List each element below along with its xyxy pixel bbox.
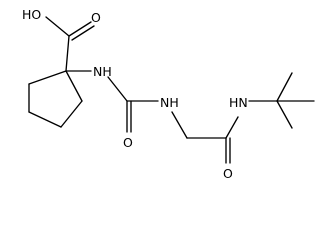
glycinamide-chain: O HN bbox=[171, 95, 248, 181]
bond-nh-to-urea-carbon bbox=[107, 76, 128, 102]
carbonyl-double-bond-a bbox=[68, 21, 92, 37]
tert-butyl-group bbox=[248, 72, 315, 129]
chemical-structure-diagram: HO O NH O NH O HN bbox=[22, 7, 315, 181]
carbonyl-double-bond-b bbox=[71, 25, 95, 41]
cyclopentane-ring bbox=[28, 70, 83, 128]
bond-nh-to-ch2 bbox=[171, 111, 188, 139]
carboxylic-acid-group: HO O bbox=[22, 7, 101, 72]
middle-nh-label: NH bbox=[160, 95, 179, 110]
bond-amide-carbon-to-nh bbox=[225, 116, 239, 139]
ring-bond-5 bbox=[65, 70, 83, 102]
bond-ring-to-carboxyl-carbon bbox=[65, 35, 70, 72]
right-hn-label: HN bbox=[229, 95, 248, 110]
tbutyl-methyl-up bbox=[276, 72, 293, 102]
ring-bond-3 bbox=[28, 111, 62, 128]
acid-carbonyl-oxygen-label: O bbox=[91, 10, 101, 25]
ring-bond-4 bbox=[60, 100, 83, 128]
amide-oxygen-label: O bbox=[223, 166, 233, 181]
tbutyl-methyl-down bbox=[276, 100, 293, 129]
bond-carboxyl-to-oh bbox=[45, 16, 70, 37]
hydroxyl-label: HO bbox=[22, 7, 41, 22]
urea-oxygen-label: O bbox=[123, 135, 133, 150]
urea-linkage: NH O NH bbox=[65, 64, 179, 150]
ring-bond-1 bbox=[28, 70, 67, 85]
left-nh-label: NH bbox=[93, 64, 112, 79]
